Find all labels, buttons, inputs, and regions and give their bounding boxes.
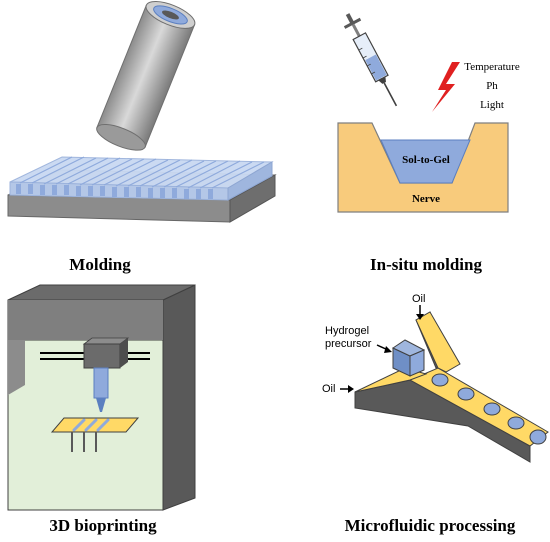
precursor-block-side [409, 349, 425, 377]
printed-strands [72, 418, 110, 432]
mold-gel-side [227, 161, 273, 201]
mold-channels [19, 156, 265, 189]
mold-tube [96, 1, 196, 151]
gel-label: Sol-to-Gel [402, 154, 450, 166]
nerve-label: Nerve [412, 193, 440, 205]
nerve-tissue [337, 122, 509, 213]
lightning-icon [432, 62, 460, 112]
stimulus-light: Light [480, 99, 504, 111]
mold-base-side [229, 174, 276, 223]
insitu-caption: In-situ molding [370, 255, 482, 274]
stimulus-temperature: Temperature [464, 61, 520, 73]
print-head [83, 343, 121, 369]
arrow-precursor-icon [376, 344, 392, 353]
bioprinting-panel: 3D bioprinting [7, 284, 196, 535]
oil-left-label: Oil [322, 383, 335, 395]
stimulus-ph: Ph [486, 80, 498, 92]
arrow-oil-left-icon [340, 385, 354, 393]
droplets [431, 373, 547, 445]
precursor-label-1: Hydrogel [325, 325, 369, 337]
printer-side [162, 284, 196, 511]
bioprinting-caption: 3D bioprinting [49, 516, 157, 535]
gel-fill [380, 139, 471, 184]
molding-panel: Molding [7, 1, 277, 274]
print-tip [96, 398, 106, 412]
printer-lintel [8, 300, 163, 340]
print-head-side [120, 338, 128, 368]
insitu-panel: Sol-to-Gel Nerve Temperature Ph Light In… [337, 13, 520, 274]
syringe-icon [343, 13, 398, 107]
top-branch [415, 311, 461, 373]
oil-top-label: Oil [412, 293, 425, 305]
microfluidic-caption: Microfluidic processing [345, 516, 516, 535]
molding-caption: Molding [69, 255, 131, 274]
plate-legs [71, 432, 97, 452]
mold-channel-ends [16, 184, 213, 199]
precursor-label-2: precursor [325, 338, 372, 350]
arrow-oil-top-icon [416, 305, 424, 320]
printer-left-wall [8, 340, 25, 395]
microfluidic-panel: Oil Hydrogel precursor Oil Microfluidic … [322, 293, 549, 535]
printer-top [7, 284, 196, 301]
print-nozzle [93, 367, 109, 399]
